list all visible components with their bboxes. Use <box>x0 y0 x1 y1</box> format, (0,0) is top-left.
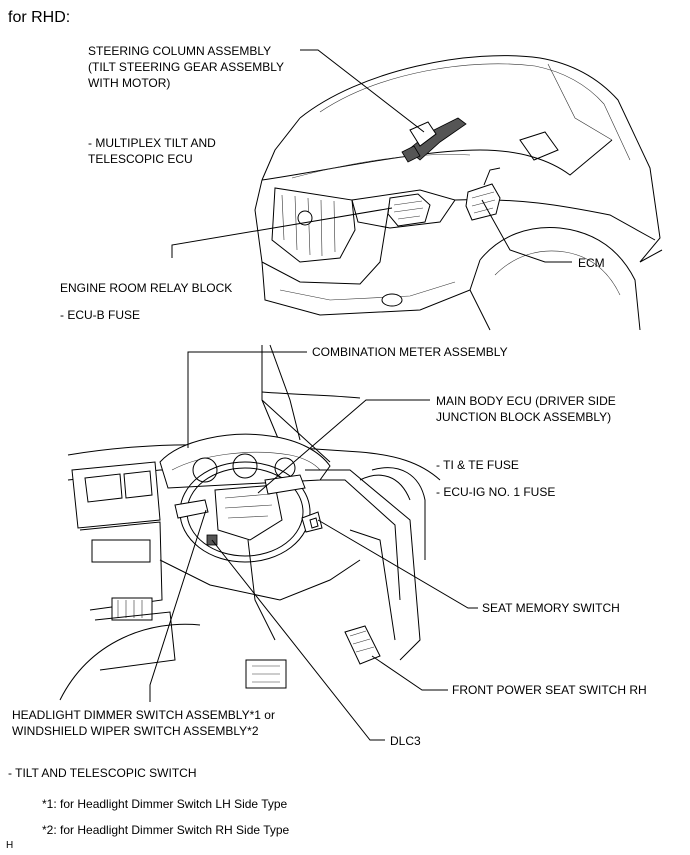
label-main-body-ecu: MAIN BODY ECU (DRIVER SIDE JUNCTION BLOC… <box>436 394 616 424</box>
label-headlight-dimmer-switch: HEADLIGHT DIMMER SWITCH ASSEMBLY*1 or WI… <box>12 708 275 738</box>
leader-headlight-dimmer <box>149 509 207 702</box>
label-ti-te-fuse: - TI & TE FUSE <box>436 458 519 472</box>
label-multiplex-tilt-ecu: - MULTIPLEX TILT AND TELESCOPIC ECU <box>88 136 216 166</box>
label-ecm: ECM <box>578 256 605 270</box>
label-tilt-telescopic-switch: - TILT AND TELESCOPIC SWITCH <box>8 766 197 780</box>
leader-front-power-seat <box>371 655 448 691</box>
leader-dlc3 <box>211 539 385 741</box>
leader-main-body-ecu <box>257 399 430 494</box>
footnote-2: *2: for Headlight Dimmer Switch RH Side … <box>42 823 290 837</box>
label-dlc3: DLC3 <box>390 734 421 748</box>
leader-lines <box>149 49 572 741</box>
page-title: for RHD: <box>8 9 71 26</box>
label-steering-column-assembly: STEERING COLUMN ASSEMBLY (TILT STEERING … <box>88 44 285 90</box>
vehicle-illustration <box>254 55 663 331</box>
label-ecu-b-fuse: - ECU-B FUSE <box>60 308 141 322</box>
leader-ecm <box>481 199 572 263</box>
label-seat-memory-switch: SEAT MEMORY SWITCH <box>482 601 620 615</box>
corner-mark: H <box>6 840 14 851</box>
dashboard-illustration <box>59 344 441 701</box>
label-engine-room-relay-block: ENGINE ROOM RELAY BLOCK <box>60 281 233 295</box>
label-front-power-seat-switch-rh: FRONT POWER SEAT SWITCH RH <box>452 683 647 697</box>
footnote-1: *1: for Headlight Dimmer Switch LH Side … <box>42 797 288 811</box>
leader-seat-memory <box>317 519 478 609</box>
leader-combination-meter <box>187 351 307 448</box>
label-combination-meter-assembly: COMBINATION METER ASSEMBLY <box>312 345 508 359</box>
leader-engine-room-relay <box>171 207 393 258</box>
label-ecu-ig-fuse: - ECU-IG NO. 1 FUSE <box>436 485 556 499</box>
leader-steering-column <box>300 49 425 133</box>
